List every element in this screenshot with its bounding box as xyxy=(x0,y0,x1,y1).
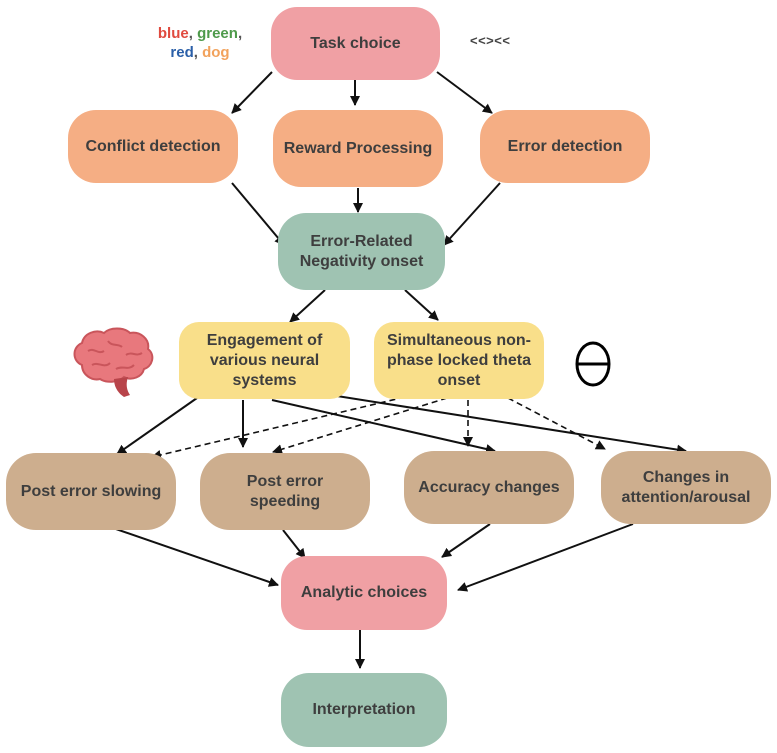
stroop-stimulus: blue, green, red, dog xyxy=(140,24,260,62)
arrow-accuracy-to-analytic xyxy=(441,523,491,558)
node-label: Analytic choices xyxy=(300,584,428,601)
flanker-stimulus: <<><< xyxy=(470,33,511,48)
node-label: Post error slowing xyxy=(20,482,162,500)
stroop-comma: , xyxy=(237,25,243,42)
node-task-choice: Task choice xyxy=(271,7,440,80)
brain-icon xyxy=(73,327,154,397)
arrow-engagement-to-slowing xyxy=(116,397,198,455)
node-theta-onset: Simultaneous non- phase locked theta ons… xyxy=(374,322,544,399)
arrow-engagement-to-accuracy xyxy=(271,399,496,454)
node-label: Task choice xyxy=(310,34,401,52)
arrow-engagement-to-attention xyxy=(336,395,687,455)
node-label: Interpretation xyxy=(312,701,416,718)
node-label: Simultaneous non- phase locked theta ons… xyxy=(386,331,532,389)
arrow-task-to-conflict xyxy=(231,71,273,114)
arrow-attention-to-analytic xyxy=(457,523,634,592)
arrow-speeding-to-analytic xyxy=(282,529,306,559)
node-label: Post error speeding xyxy=(246,472,324,510)
stroop-word-green: green xyxy=(197,25,238,42)
node-label: Reward Processing xyxy=(283,139,433,157)
node-reward-processing: Reward Processing xyxy=(273,110,443,187)
node-conflict-detection: Conflict detection xyxy=(68,110,238,183)
stroop-comma: , xyxy=(188,25,198,42)
node-accuracy-changes: Accuracy changes xyxy=(404,451,574,524)
arrow-error-to-ern xyxy=(443,182,501,246)
node-post-error-slowing: Post error slowing xyxy=(6,453,176,530)
arrow-ern-to-engagement xyxy=(289,289,326,323)
arrow-conflict-to-ern xyxy=(231,182,285,246)
stroop-word-red: red xyxy=(170,44,194,61)
dashed-theta-to-attention xyxy=(507,397,606,450)
arrow-slowing-to-analytic xyxy=(112,527,279,587)
arrow-task-to-error xyxy=(436,71,493,114)
stroop-comma: , xyxy=(193,44,203,61)
node-label: Engagement of various neural systems xyxy=(206,331,323,389)
node-error-detection: Error detection xyxy=(480,110,650,183)
node-label: Changes in attention/arousal xyxy=(621,468,751,506)
theta-symbol-icon xyxy=(575,341,611,387)
node-attention-arousal: Changes in attention/arousal xyxy=(601,451,771,524)
stroop-word-blue: blue xyxy=(157,25,189,42)
node-interpretation: Interpretation xyxy=(281,673,447,747)
node-analytic-choices: Analytic choices xyxy=(281,556,447,630)
node-post-error-speeding: Post error speeding xyxy=(200,453,370,530)
node-label: Error detection xyxy=(507,137,623,155)
node-label: Conflict detection xyxy=(85,137,221,155)
stroop-word-dog: dog xyxy=(202,44,230,61)
dashed-theta-to-slowing xyxy=(151,396,406,460)
node-label: Accuracy changes xyxy=(418,478,560,496)
node-engagement-neural-systems: Engagement of various neural systems xyxy=(179,322,350,399)
dashed-theta-to-speeding xyxy=(272,397,448,455)
node-ern-onset: Error-Related Negativity onset xyxy=(278,213,445,290)
node-label: Error-Related Negativity onset xyxy=(299,232,424,270)
arrow-ern-to-theta xyxy=(404,289,439,321)
